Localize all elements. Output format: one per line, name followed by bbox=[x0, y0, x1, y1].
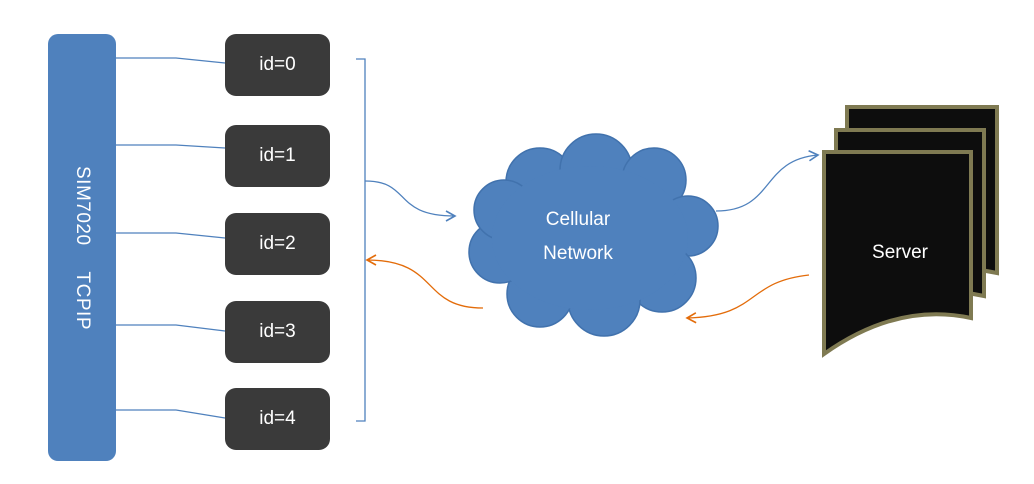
socket-label: id=1 bbox=[259, 145, 296, 166]
socket-bracket bbox=[356, 58, 366, 422]
socket-box: id=1 bbox=[225, 125, 330, 187]
socket-label: id=2 bbox=[259, 233, 296, 254]
arrow-bracket-to-cloud bbox=[364, 180, 457, 222]
module-label: SIM7020TCPIP bbox=[71, 166, 93, 330]
socket-box: id=3 bbox=[225, 301, 330, 363]
socket-label: id=3 bbox=[259, 321, 296, 342]
connector-1 bbox=[116, 144, 226, 149]
connector-2 bbox=[116, 232, 226, 239]
socket-box: id=4 bbox=[225, 388, 330, 450]
arrow-cloud-to-bracket bbox=[365, 254, 484, 309]
cloud-label: Cellular Network bbox=[543, 203, 613, 271]
cloud-label-line1: Cellular bbox=[545, 209, 611, 230]
socket-box: id=0 bbox=[225, 34, 330, 96]
module-name: SIM7020 bbox=[72, 166, 93, 246]
connector-0 bbox=[116, 57, 226, 64]
connector-3 bbox=[116, 324, 226, 332]
arrow-cloud-to-server bbox=[715, 150, 820, 212]
server-icon bbox=[822, 105, 999, 358]
connector-4 bbox=[116, 409, 226, 419]
arrow-server-to-cloud bbox=[685, 274, 810, 324]
sim7020-module-bar bbox=[48, 34, 116, 461]
cloud-label-line2: Network bbox=[543, 243, 613, 264]
socket-label: id=0 bbox=[259, 54, 296, 75]
socket-box: id=2 bbox=[225, 213, 330, 275]
module-protocol: TCPIP bbox=[72, 271, 93, 330]
socket-label: id=4 bbox=[259, 408, 296, 429]
server-label: Server bbox=[872, 242, 928, 263]
